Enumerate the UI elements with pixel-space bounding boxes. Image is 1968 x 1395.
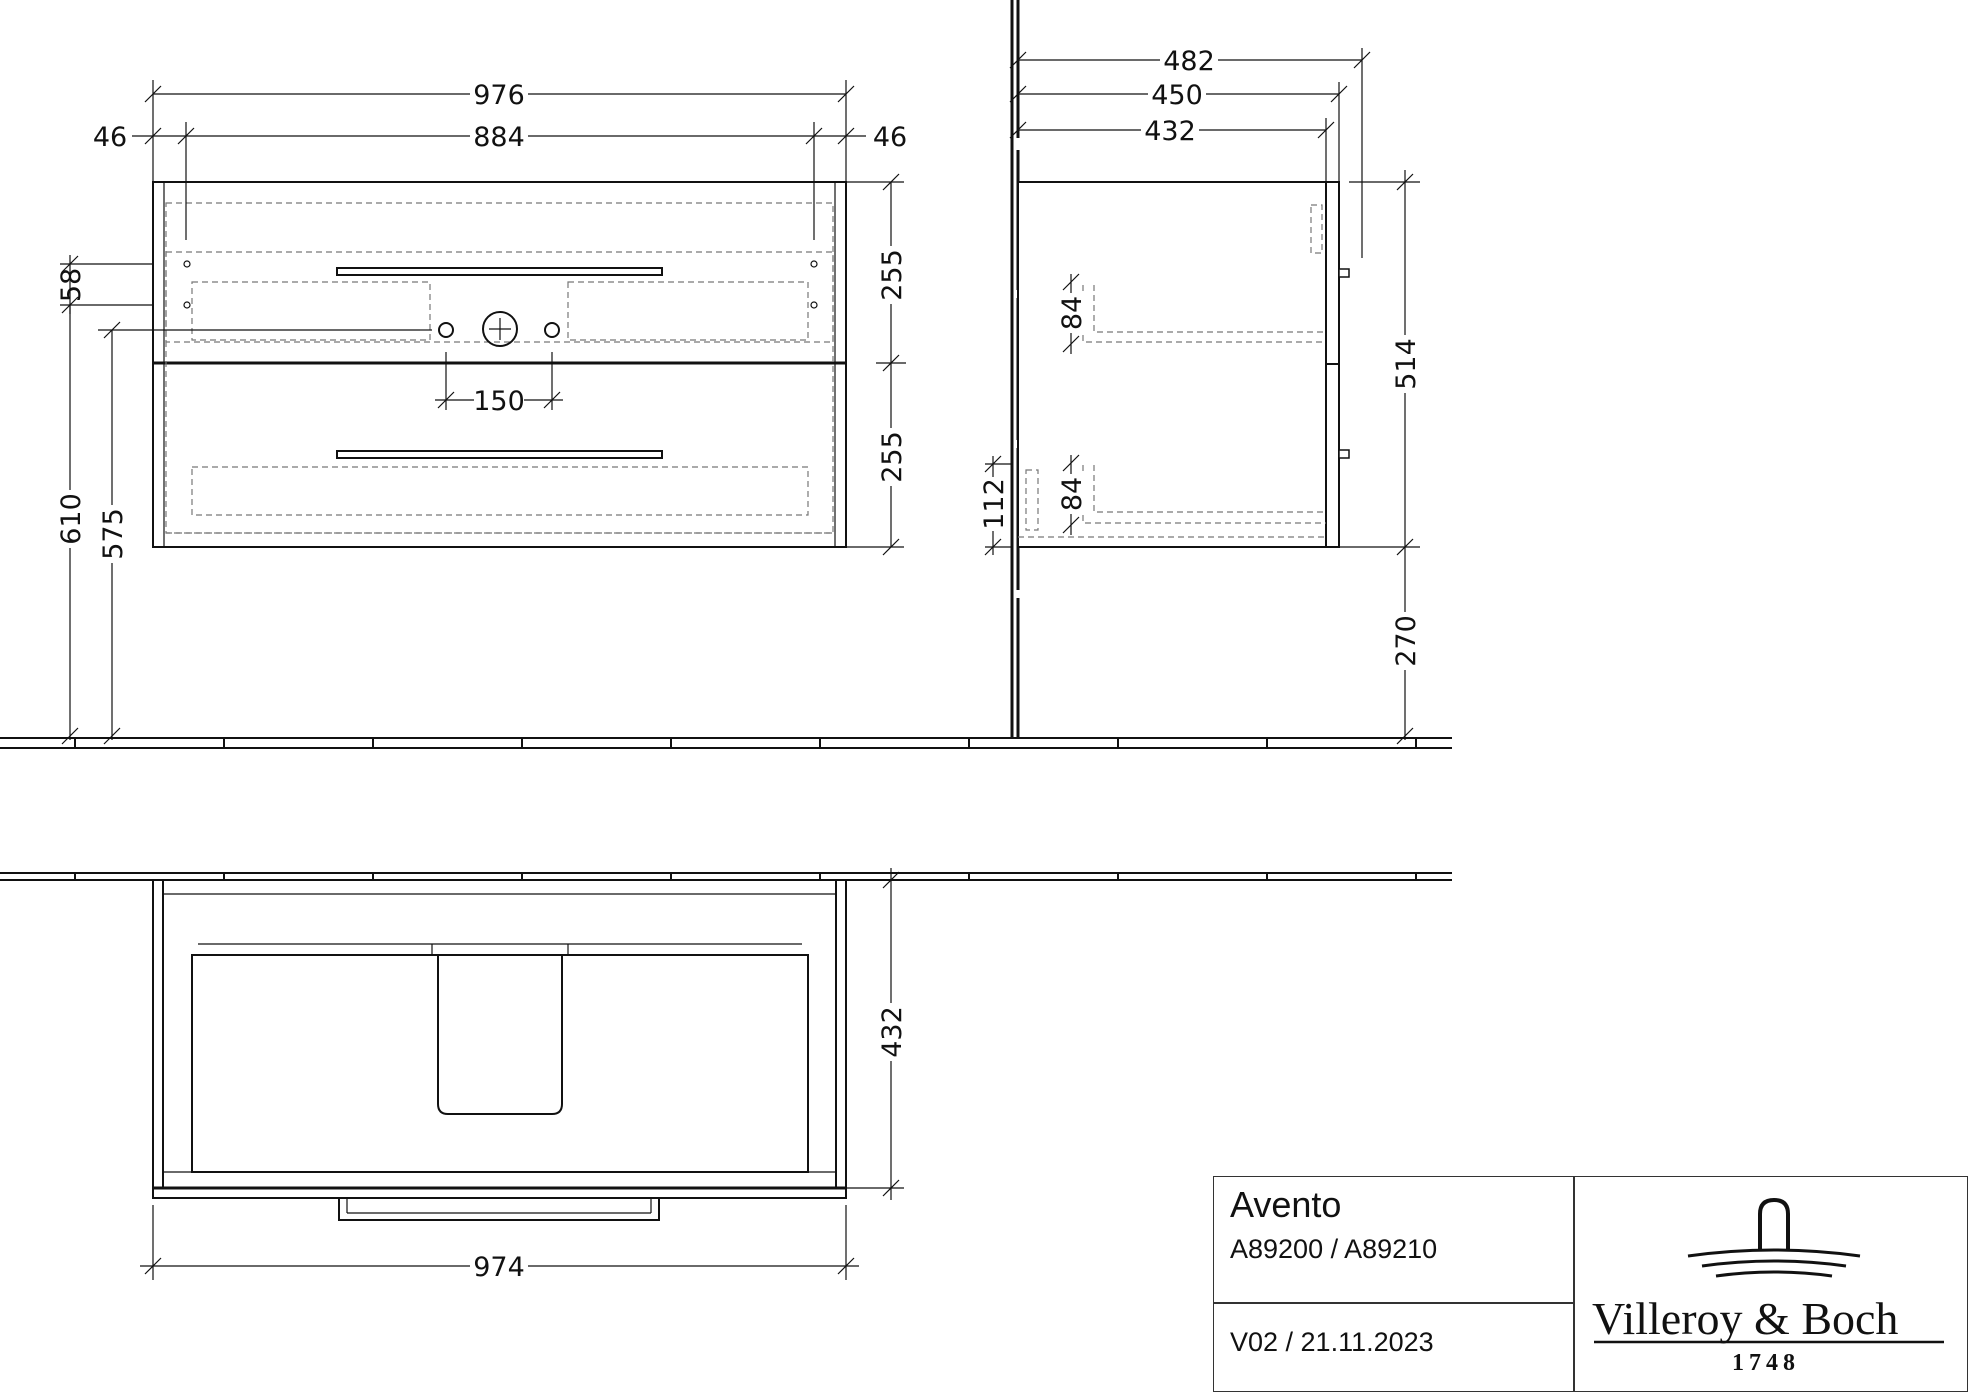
drain-hole: [482, 311, 518, 347]
floor-line-lower: [0, 872, 1452, 881]
product-name: Avento: [1230, 1184, 1342, 1225]
dim-left-inset: 46: [93, 122, 127, 153]
dim-drawer-offset-top: 84: [1057, 296, 1088, 330]
dim-floor-gap: 270: [1391, 615, 1422, 667]
dim-drawer-offset-bottom: 84: [1057, 477, 1088, 511]
dim-drawer-top-height: 255: [877, 249, 908, 301]
siphon-cutout: [437, 955, 563, 1115]
front-view: 976 884 46 46 255 255 150: [55, 78, 912, 745]
dim-drawer-bottom-height: 255: [877, 431, 908, 483]
dim-height-hole: 575: [98, 508, 129, 560]
fixing-hole-right: [544, 322, 560, 338]
dim-depth-450: 450: [1151, 80, 1203, 111]
dim-inner-width: 884: [473, 122, 525, 153]
dim-body-height: 514: [1391, 338, 1422, 390]
brand-year: 1748: [1732, 1350, 1800, 1376]
top-cabinet-outline: [152, 879, 847, 1199]
dim-hole-spacing: 150: [473, 386, 525, 417]
title-block-row-divider: [1213, 1302, 1573, 1304]
top-view: 432 974: [140, 868, 908, 1283]
dim-right-inset: 46: [873, 122, 907, 153]
brand-name: Villeroy & Boch: [1592, 1293, 1899, 1344]
fixing-hole-left: [438, 322, 454, 338]
dim-total-width: 976: [473, 80, 525, 111]
side-drawer-front-bottom: [1325, 363, 1340, 548]
top-handle: [338, 1197, 660, 1221]
side-view: 482 450 432 514 270 84 84: [978, 0, 1422, 745]
brand-logo-icon: [1594, 1197, 1944, 1344]
drawer-handle-top: [336, 267, 663, 276]
product-codes: A89200 / A89210: [1230, 1234, 1438, 1264]
side-drawer-front-top: [1325, 181, 1340, 365]
dim-depth-total: 482: [1163, 46, 1215, 77]
dim-top-width: 974: [473, 1252, 525, 1283]
version-date: V02 / 21.11.2023: [1230, 1327, 1434, 1357]
dim-bottom-offset: 112: [979, 478, 1010, 530]
dim-height-total: 610: [56, 493, 87, 545]
floor-line-upper: [0, 737, 1452, 749]
title-block-divider: [1573, 1176, 1575, 1392]
drawer-handle-bottom: [336, 450, 663, 459]
dim-depth-432: 432: [1144, 116, 1196, 147]
dim-top-offset: 58: [56, 268, 87, 302]
dim-top-depth: 432: [877, 1006, 908, 1058]
